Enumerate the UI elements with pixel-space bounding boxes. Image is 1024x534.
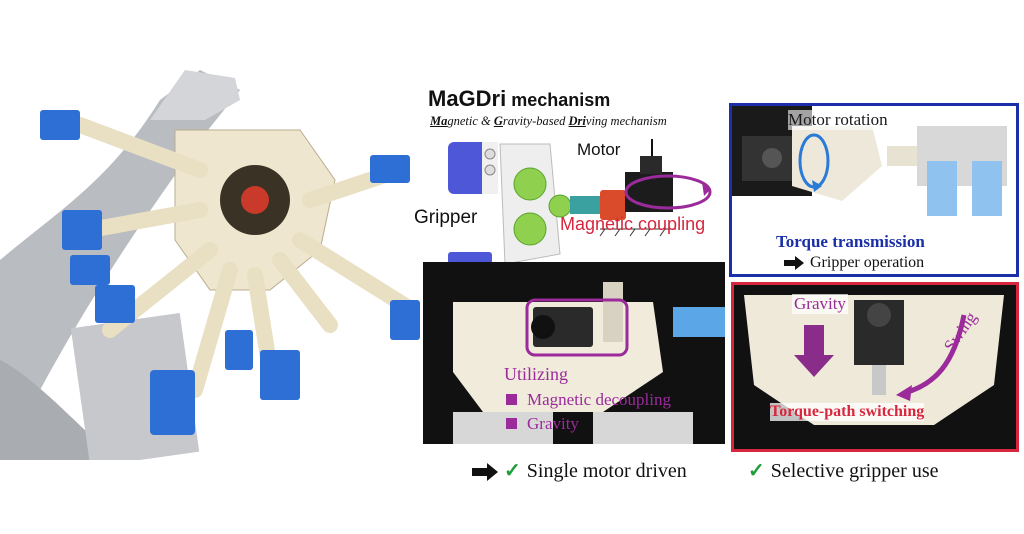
gravity-label: Gravity [792,294,848,314]
right-arrow-icon [472,463,498,482]
torque-path-switching-panel [731,282,1019,452]
check-icon: ✓ [748,460,765,482]
gripper-operation-label: Gripper operation [784,254,924,272]
torque-transmission-heading: Torque transmission [776,232,925,251]
robot-gripper-photo [0,70,420,460]
motor-rotation-label: Motor rotation [788,110,888,130]
right-arrow-icon [788,428,808,443]
utilizing-item: Magnetic decoupling [506,390,671,410]
torque-transmission-panel [729,103,1019,277]
summary-selective-gripper: ✓Selective gripper use [748,460,939,482]
right-arrow-icon [784,256,804,271]
magnetic-coupling-label: Magnetic coupling [560,214,706,234]
gripper-change-label: Gripper change [788,426,913,444]
bullet-square-icon [506,418,517,429]
bullet-square-icon [506,394,517,405]
utilizing-item: Gravity [506,414,579,434]
gripper-label: Gripper [414,207,478,228]
utilizing-title: Utilizing [504,364,568,384]
mechanism-diagram [448,139,712,264]
mechanism-photo [423,262,725,444]
summary-single-motor: ✓Single motor driven [472,458,687,483]
diagram-subtitle: Magnetic & Gravity-based Driving mechani… [430,114,667,128]
check-icon: ✓ [504,460,521,482]
diagram-title: MaGDri mechanism [428,86,611,111]
torque-path-switching-heading: Torque-path switching [770,403,925,421]
motor-label: Motor [577,140,621,159]
